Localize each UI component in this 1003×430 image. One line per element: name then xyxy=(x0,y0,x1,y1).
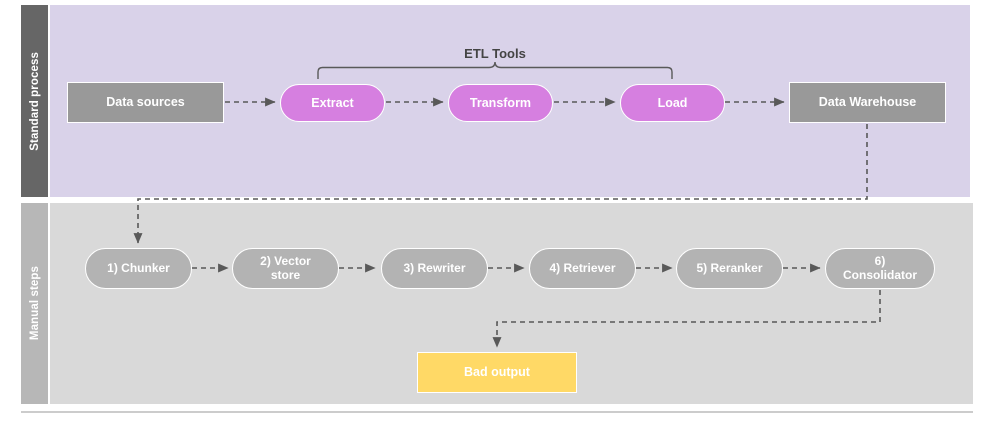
node-chunker[interactable]: 1) Chunker xyxy=(85,248,192,289)
lane-label-manual-steps: Manual steps xyxy=(28,266,41,341)
node-load[interactable]: Load xyxy=(620,84,725,122)
bottom-divider xyxy=(21,411,973,413)
node-label-vector-store: 2) Vector store xyxy=(260,253,311,282)
node-label-bad-output: Bad output xyxy=(464,365,530,380)
node-label-consolidator: 6) Consolidator xyxy=(843,253,917,282)
lane-header-standard-process: Standard process xyxy=(21,5,48,197)
node-transform[interactable]: Transform xyxy=(448,84,553,122)
node-bad-output[interactable]: Bad output xyxy=(417,352,577,393)
node-consolidator[interactable]: 6) Consolidator xyxy=(825,248,935,289)
lane-header-manual-steps: Manual steps xyxy=(21,203,48,404)
node-label-extract: Extract xyxy=(311,95,354,110)
node-label-retriever: 4) Retriever xyxy=(549,260,616,275)
node-label-transform: Transform xyxy=(469,95,532,110)
node-label-load: Load xyxy=(657,95,688,110)
node-reranker[interactable]: 5) Reranker xyxy=(676,248,783,289)
etl-tools-label: ETL Tools xyxy=(464,46,526,61)
node-retriever[interactable]: 4) Retriever xyxy=(529,248,636,289)
node-label-chunker: 1) Chunker xyxy=(107,260,170,275)
node-label-data-sources: Data sources xyxy=(106,95,185,110)
node-label-rewriter: 3) Rewriter xyxy=(403,260,466,275)
node-data-warehouse[interactable]: Data Warehouse xyxy=(789,82,946,123)
node-label-data-warehouse: Data Warehouse xyxy=(818,95,917,110)
node-vector-store[interactable]: 2) Vector store xyxy=(232,248,339,289)
node-rewriter[interactable]: 3) Rewriter xyxy=(381,248,488,289)
lane-label-standard-process: Standard process xyxy=(28,51,41,151)
node-extract[interactable]: Extract xyxy=(280,84,385,122)
node-label-reranker: 5) Reranker xyxy=(696,260,763,275)
node-data-sources[interactable]: Data sources xyxy=(67,82,224,123)
